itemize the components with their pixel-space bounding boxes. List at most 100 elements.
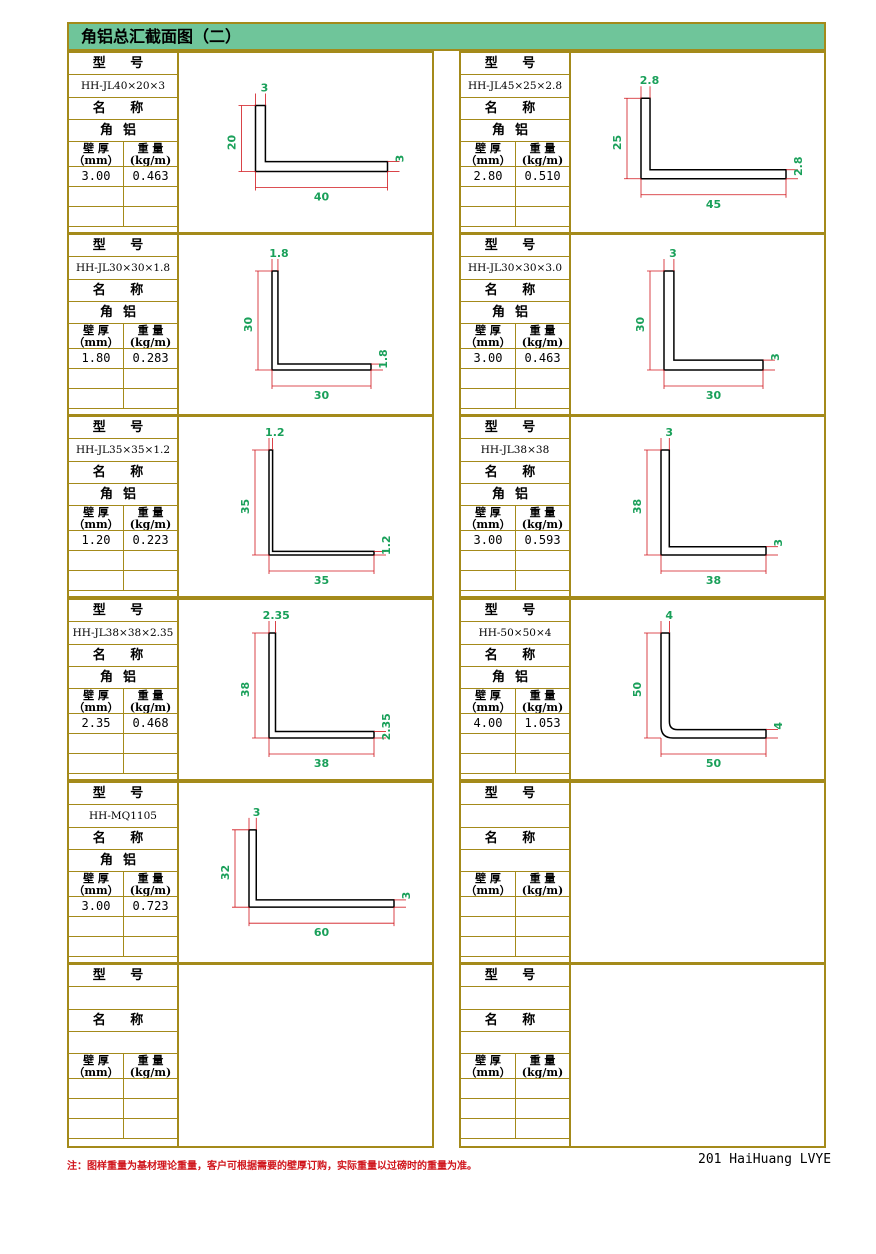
- blank-row: [461, 369, 569, 389]
- model-value: HH-JL30×30×1.8: [69, 257, 177, 280]
- material-value: [461, 1032, 569, 1054]
- profile-drawing: [571, 783, 824, 962]
- thickness-label: 壁 厚: [83, 689, 109, 702]
- model-label: 型 号: [69, 965, 177, 987]
- weight-label: 重 量: [137, 689, 164, 702]
- thickness-value: 2.35: [69, 714, 124, 733]
- blank-row: [461, 1119, 569, 1139]
- thickness-header: 壁 厚（mm）: [461, 324, 516, 348]
- angle-profile: [640, 97, 787, 180]
- blank-cell: [69, 187, 124, 206]
- thickness-label: 壁 厚: [83, 872, 109, 885]
- blank-row: [69, 369, 177, 389]
- material-value: 角铝: [69, 484, 177, 506]
- model-value: HH-JL35×35×1.2: [69, 439, 177, 462]
- thickness-unit: （mm）: [73, 884, 119, 897]
- thickness-label: 壁 厚: [475, 689, 501, 702]
- profile-drawing: [179, 965, 432, 1144]
- column-headers: 壁 厚（mm）重 量(kg/m): [461, 872, 569, 897]
- model-label: 型 号: [461, 235, 569, 257]
- blank-row: [461, 1099, 569, 1119]
- column-headers: 壁 厚（mm）重 量(kg/m): [69, 324, 177, 349]
- weight-header: 重 量(kg/m): [516, 506, 569, 531]
- blank-cell: [124, 187, 177, 206]
- profile-panel: 型 号名 称壁 厚（mm）重 量(kg/m): [67, 963, 434, 1148]
- model-label: 型 号: [69, 600, 177, 622]
- thickness-label: 壁 厚: [475, 142, 501, 155]
- thickness-label: 壁 厚: [475, 872, 501, 885]
- material-value: 角铝: [69, 850, 177, 872]
- weight-label: 重 量: [529, 324, 556, 337]
- blank-cell: [69, 734, 124, 753]
- angle-profile: [663, 270, 764, 371]
- weight-unit: (kg/m): [521, 336, 564, 349]
- material-value: 角铝: [69, 120, 177, 142]
- name-label: 名 称: [461, 280, 569, 302]
- thickness-top-label: 3: [261, 82, 269, 95]
- blank-cell: [461, 937, 516, 956]
- material-value: 角铝: [461, 484, 569, 506]
- thickness-header: 壁 厚（mm）: [461, 506, 516, 530]
- thickness-header: 壁 厚（mm）: [69, 324, 124, 348]
- blank-row: [69, 207, 177, 227]
- width-dim-label: 50: [706, 757, 722, 770]
- weight-unit: (kg/m): [129, 1066, 172, 1079]
- weight-label: 重 量: [137, 142, 164, 155]
- name-label: 名 称: [69, 280, 177, 302]
- weight-unit: (kg/m): [129, 884, 172, 897]
- model-value: HH-JL40×20×3: [69, 75, 177, 98]
- column-headers: 壁 厚（mm）重 量(kg/m): [69, 1054, 177, 1079]
- thickness-top-label: 2.8: [640, 74, 660, 87]
- model-value: HH-JL45×25×2.8: [461, 75, 569, 98]
- thickness-right-label: 3: [400, 892, 413, 900]
- weight-unit: (kg/m): [129, 518, 172, 531]
- width-dim-label: 30: [314, 389, 330, 402]
- thickness-value: 1.80: [69, 349, 124, 368]
- column-headers: 壁 厚（mm）重 量(kg/m): [69, 689, 177, 714]
- height-dim-label: 32: [219, 865, 232, 880]
- thickness-value: 3.00: [461, 349, 516, 368]
- name-label: 名 称: [461, 1010, 569, 1032]
- spec-table: 型 号名 称壁 厚（mm）重 量(kg/m): [461, 783, 571, 962]
- weight-label: 重 量: [137, 872, 164, 885]
- blank-row: [69, 754, 177, 774]
- model-label: 型 号: [461, 53, 569, 75]
- blank-row: [69, 389, 177, 409]
- model-label: 型 号: [69, 783, 177, 805]
- thickness-right-label: 3: [772, 539, 785, 547]
- blank-cell: [461, 207, 516, 226]
- blank-row: [461, 917, 569, 937]
- thickness-header: 壁 厚（mm）: [461, 1054, 516, 1078]
- weight-label: 重 量: [529, 689, 556, 702]
- values-row: [461, 1079, 569, 1099]
- thickness-header: 壁 厚（mm）: [461, 689, 516, 713]
- height-dim-label: 25: [611, 135, 624, 150]
- thickness-value: 3.00: [69, 167, 124, 186]
- thickness-header: 壁 厚（mm）: [461, 142, 516, 166]
- column-headers: 壁 厚（mm）重 量(kg/m): [69, 506, 177, 531]
- weight-header: 重 量(kg/m): [124, 872, 177, 897]
- angle-profile: [268, 632, 375, 739]
- blank-cell: [69, 207, 124, 226]
- weight-value: 0.723: [132, 899, 169, 913]
- thickness-value: 3.00: [461, 531, 516, 550]
- page-number: 201 HaiHuang LVYE: [698, 1152, 832, 1167]
- width-dim-label: 35: [314, 574, 329, 587]
- model-value: [461, 987, 569, 1010]
- column-headers: 壁 厚（mm） 重 量(kg/m): [461, 324, 569, 349]
- material-value: 角铝: [461, 120, 569, 142]
- blank-cell: [69, 551, 124, 570]
